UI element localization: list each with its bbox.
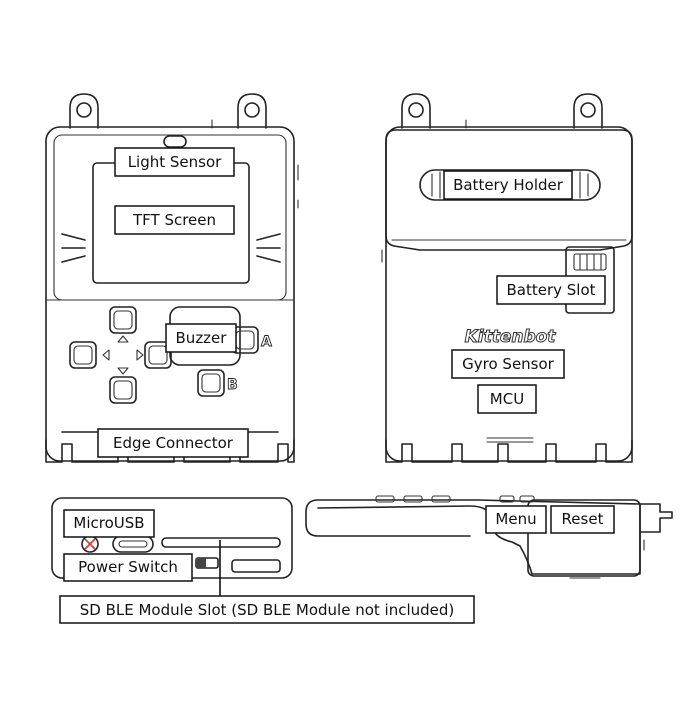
back-edge-teeth — [385, 439, 633, 463]
side-edge-plug — [639, 503, 673, 533]
battery-holder-block — [385, 129, 633, 251]
button-b-shape — [197, 369, 225, 397]
label-gyro-sensor-text: Gyro Sensor — [462, 355, 555, 373]
label-mcu: MCU — [477, 384, 537, 414]
label-mcu-text: MCU — [490, 390, 524, 408]
label-power-switch: Power Switch — [63, 553, 193, 582]
front-right-ear — [237, 93, 267, 129]
label-tft-screen-text: TFT Screen — [132, 211, 216, 229]
label-battery-holder-text: Battery Holder — [453, 176, 564, 194]
brand-logo-text: Kittenbot — [465, 327, 557, 347]
label-power-switch-text: Power Switch — [78, 558, 178, 576]
label-sd-slot-text: SD BLE Module Slot (SD BLE Module not in… — [80, 601, 455, 619]
label-buzzer-text: Buzzer — [176, 329, 228, 347]
label-reset: Reset — [550, 505, 615, 534]
button-a-label: A — [261, 334, 272, 350]
label-battery-holder: Battery Holder — [443, 170, 573, 200]
back-right-ear — [573, 93, 603, 129]
back-body — [385, 126, 633, 462]
label-microusb-text: MicroUSB — [73, 514, 144, 532]
label-menu: Menu — [485, 505, 547, 534]
battery-holder-capsule — [419, 169, 601, 201]
front-body — [45, 126, 295, 462]
label-light-sensor-text: Light Sensor — [128, 153, 222, 171]
front-left-ear — [69, 93, 99, 129]
label-light-sensor: Light Sensor — [114, 147, 235, 177]
back-left-ear — [401, 93, 431, 129]
label-sd-slot: SD BLE Module Slot (SD BLE Module not in… — [59, 595, 475, 624]
button-b-label: B — [227, 377, 238, 393]
label-microusb: MicroUSB — [63, 509, 155, 538]
sd-slot-shape — [161, 537, 281, 548]
side-grip — [527, 499, 641, 577]
back-view: Kittenbot — [381, 93, 633, 463]
label-buzzer: Buzzer — [165, 323, 237, 353]
label-edge-connector-text: Edge Connector — [113, 434, 234, 452]
light-sensor-shape — [163, 135, 187, 148]
label-gyro-sensor: Gyro Sensor — [451, 349, 565, 379]
dpad — [69, 306, 172, 404]
label-menu-text: Menu — [495, 510, 536, 528]
label-tft-screen: TFT Screen — [114, 205, 235, 235]
front-whiskers — [61, 233, 281, 263]
label-edge-connector: Edge Connector — [97, 428, 249, 458]
label-battery-slot-text: Battery Slot — [506, 281, 595, 299]
front-left-ear-hole — [76, 102, 92, 118]
label-battery-slot: Battery Slot — [496, 275, 606, 305]
label-reset-text: Reset — [562, 510, 604, 528]
front-right-ear-hole — [244, 102, 260, 118]
